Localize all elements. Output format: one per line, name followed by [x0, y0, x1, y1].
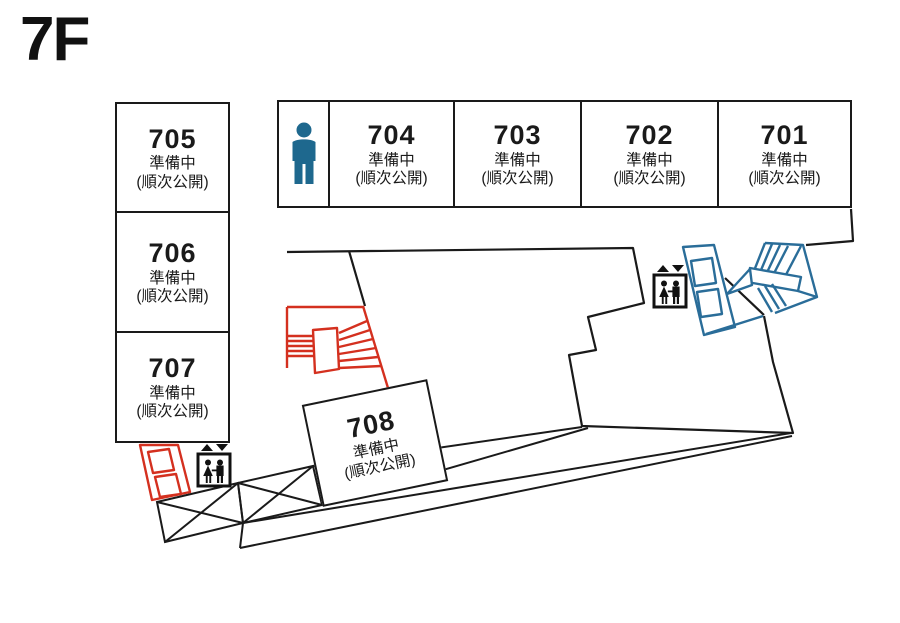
room-703: 703 準備中 (順次公開)	[453, 100, 582, 208]
room-note: (順次公開)	[748, 170, 821, 188]
room-note: (順次公開)	[481, 170, 554, 188]
room-note: (順次公開)	[136, 173, 209, 191]
room-707: 707 準備中 (順次公開)	[115, 331, 230, 443]
restroom-person-icon	[292, 122, 315, 184]
room-number: 707	[148, 353, 197, 384]
room-status: 準備中	[494, 151, 541, 169]
room-number: 706	[148, 238, 197, 269]
room-status: 準備中	[149, 384, 196, 402]
blue-staircase	[705, 241, 819, 336]
room-706: 706 準備中 (順次公開)	[115, 211, 230, 333]
red-staircase	[285, 305, 390, 389]
room-status: 準備中	[149, 155, 196, 173]
room-702: 702 準備中 (順次公開)	[580, 100, 719, 208]
elevator-icon	[196, 444, 232, 488]
room-704: 704 準備中 (順次公開)	[328, 100, 455, 208]
room-status: 準備中	[368, 151, 415, 169]
room-number: 703	[493, 120, 542, 151]
room-note: (順次公開)	[136, 403, 209, 421]
room-701: 701 準備中 (順次公開)	[717, 100, 852, 208]
elevator-icon	[652, 265, 688, 309]
room-number: 702	[625, 120, 674, 151]
room-note: (順次公開)	[355, 170, 428, 188]
room-number: 704	[367, 120, 416, 151]
room-note: (順次公開)	[613, 170, 686, 188]
floor-title: 7F	[20, 5, 90, 74]
room-status: 準備中	[626, 151, 673, 169]
floor-outline	[286, 208, 855, 435]
room-status: 準備中	[149, 269, 196, 287]
blue-elevator-shaft	[681, 243, 737, 337]
room-number: 701	[760, 120, 809, 151]
room-705: 705 準備中 (順次公開)	[115, 102, 230, 213]
restroom-box	[277, 100, 330, 208]
room-note: (順次公開)	[136, 288, 209, 306]
room-status: 準備中	[761, 151, 808, 169]
room-number: 705	[148, 123, 197, 154]
red-elevator-shaft	[138, 443, 192, 502]
